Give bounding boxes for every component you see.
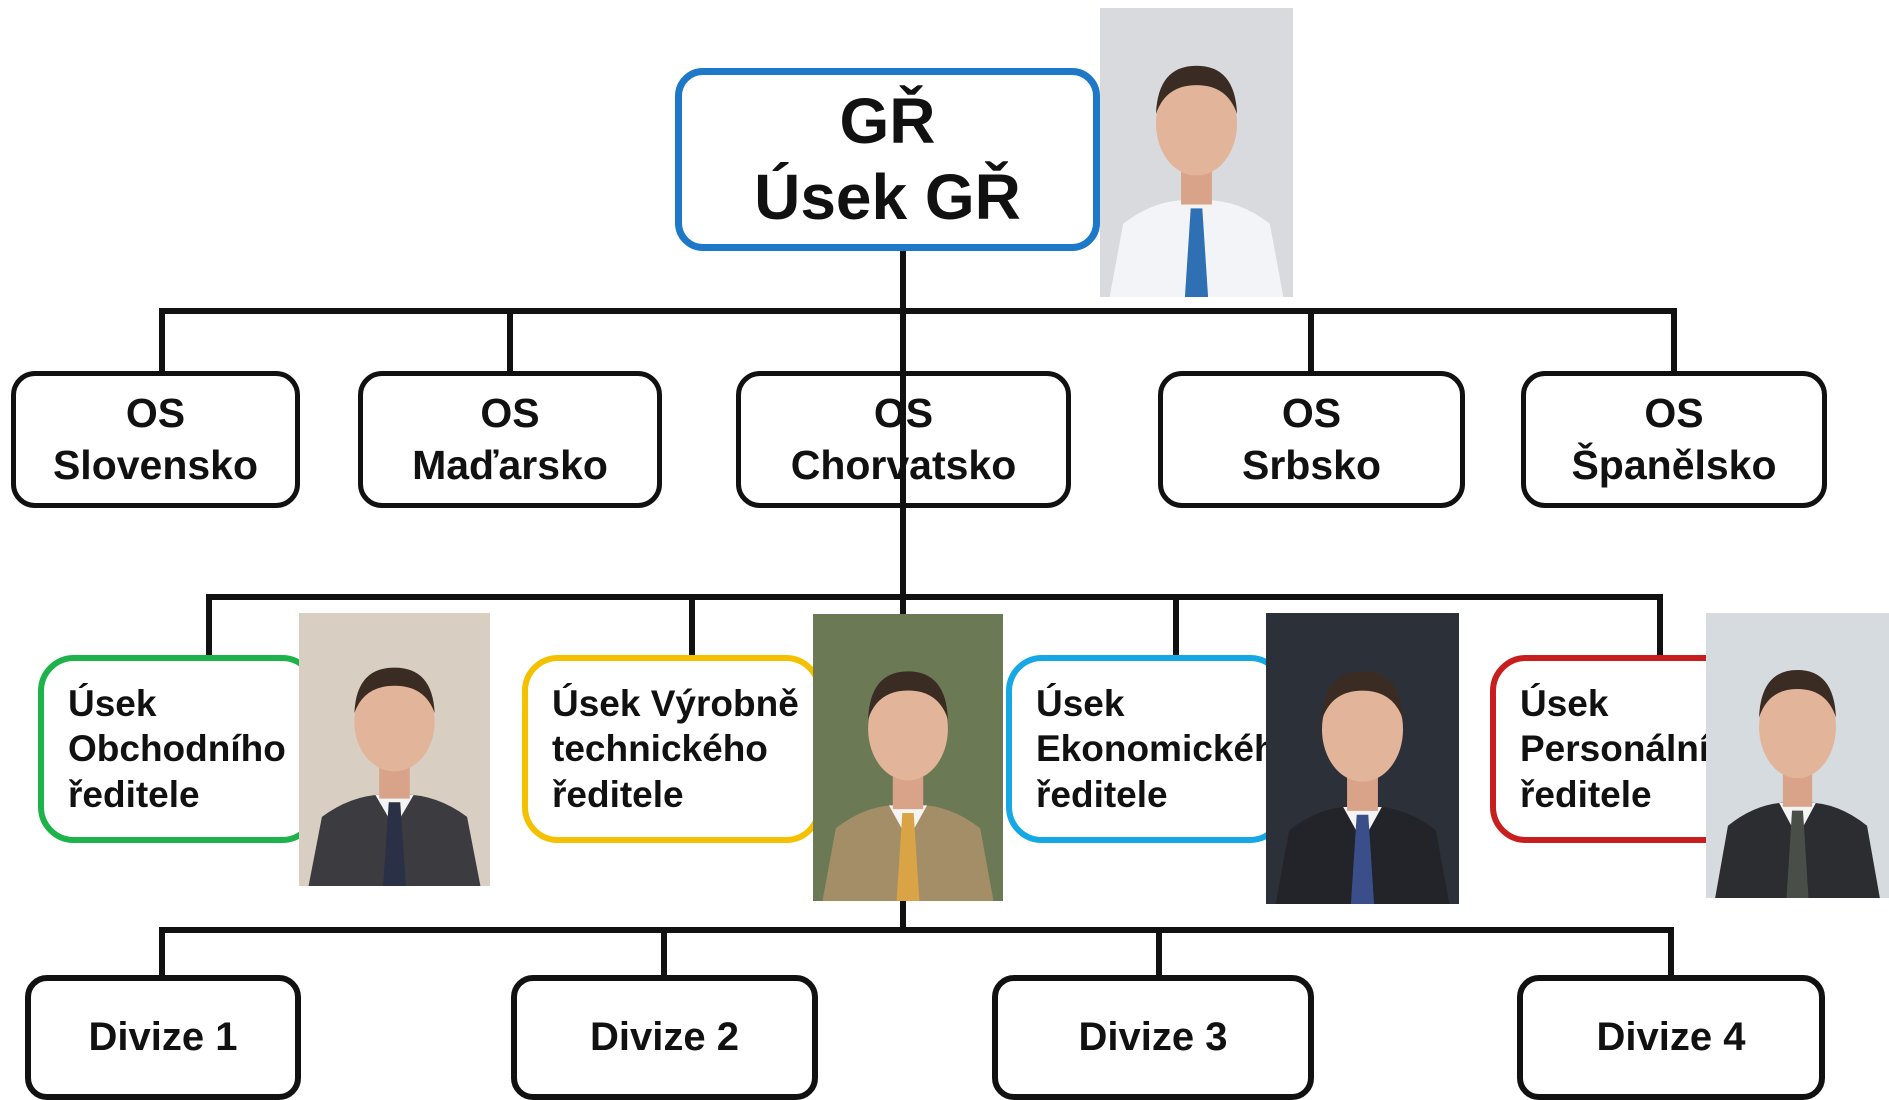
usek-line: ředitele: [552, 773, 684, 815]
division-box-4: Divize 4: [1517, 975, 1825, 1100]
photo-tie: [383, 802, 406, 886]
director-general-box: GŘ Úsek GŘ: [675, 68, 1100, 251]
usek-line: Úsek Výrobně: [552, 683, 799, 725]
photo-hair: [354, 667, 435, 714]
division-label: Divize 2: [590, 1015, 739, 1059]
photo-hair: [868, 671, 948, 720]
os-country: Španělsko: [1571, 441, 1777, 488]
division-label: Divize 1: [88, 1015, 238, 1059]
division-label: Divize 3: [1078, 1015, 1228, 1059]
os-box-chorvatsko: OS Chorvatsko: [736, 371, 1071, 508]
usek-line: Obchodního: [68, 728, 286, 770]
photo-face: [868, 677, 948, 781]
photo-hair: [1759, 670, 1836, 718]
os-box-slovensko: OS Slovensko: [11, 371, 300, 508]
os-country: Maďarsko: [412, 441, 608, 488]
os-country: Chorvatsko: [790, 441, 1017, 488]
os-country: Slovensko: [52, 441, 259, 488]
division-box-3: Divize 3: [992, 975, 1314, 1100]
usek-line: Úsek: [68, 683, 157, 725]
director-general-section: Úsek GŘ: [754, 160, 1021, 233]
photo-face: [1759, 675, 1836, 779]
os-box-madarsko: OS Maďarsko: [358, 371, 662, 508]
usek-line: ředitele: [68, 773, 200, 815]
usek-box-obchodni: Úsek Obchodního ředitele: [38, 655, 318, 843]
sales-director-photo: [299, 613, 490, 886]
os-box-srbsko: OS Srbsko: [1158, 371, 1465, 508]
director-general-title: GŘ: [839, 84, 936, 157]
director-general-photo: [1100, 8, 1293, 297]
os-label: OS: [873, 390, 934, 437]
economic-director-photo: [1266, 613, 1459, 904]
technical-director-photo: [813, 614, 1003, 901]
photo-tie: [896, 812, 920, 901]
usek-box-vyrobne-technicky: Úsek Výrobně technického ředitele: [522, 655, 822, 843]
os-label: OS: [1644, 390, 1704, 437]
usek-line: Ekonomického: [1036, 728, 1286, 770]
photo-hair: [1321, 671, 1404, 720]
os-country: Srbsko: [1242, 441, 1381, 488]
photo-face: [1321, 677, 1404, 782]
os-box-spanelsko: OS Španělsko: [1521, 371, 1827, 508]
photo-face: [354, 673, 435, 772]
division-label: Divize 4: [1596, 1015, 1746, 1059]
photo-hair: [1155, 65, 1238, 114]
division-box-1: Divize 1: [25, 975, 301, 1100]
hr-director-photo: [1706, 613, 1889, 898]
usek-box-ekonomicky: Úsek Ekonomického ředitele: [1006, 655, 1286, 843]
division-box-2: Divize 2: [511, 975, 818, 1100]
os-label: OS: [125, 390, 186, 437]
usek-line: ředitele: [1520, 773, 1652, 815]
usek-line: technického: [552, 728, 768, 770]
usek-line: ředitele: [1036, 773, 1168, 815]
usek-line: Úsek: [1520, 683, 1609, 725]
photo-tie: [1184, 208, 1209, 297]
photo-face: [1155, 71, 1238, 176]
os-label: OS: [480, 390, 540, 437]
os-label: OS: [1281, 390, 1342, 437]
usek-line: Úsek: [1036, 683, 1125, 725]
photo-tie: [1350, 814, 1375, 904]
photo-tie: [1786, 810, 1809, 898]
